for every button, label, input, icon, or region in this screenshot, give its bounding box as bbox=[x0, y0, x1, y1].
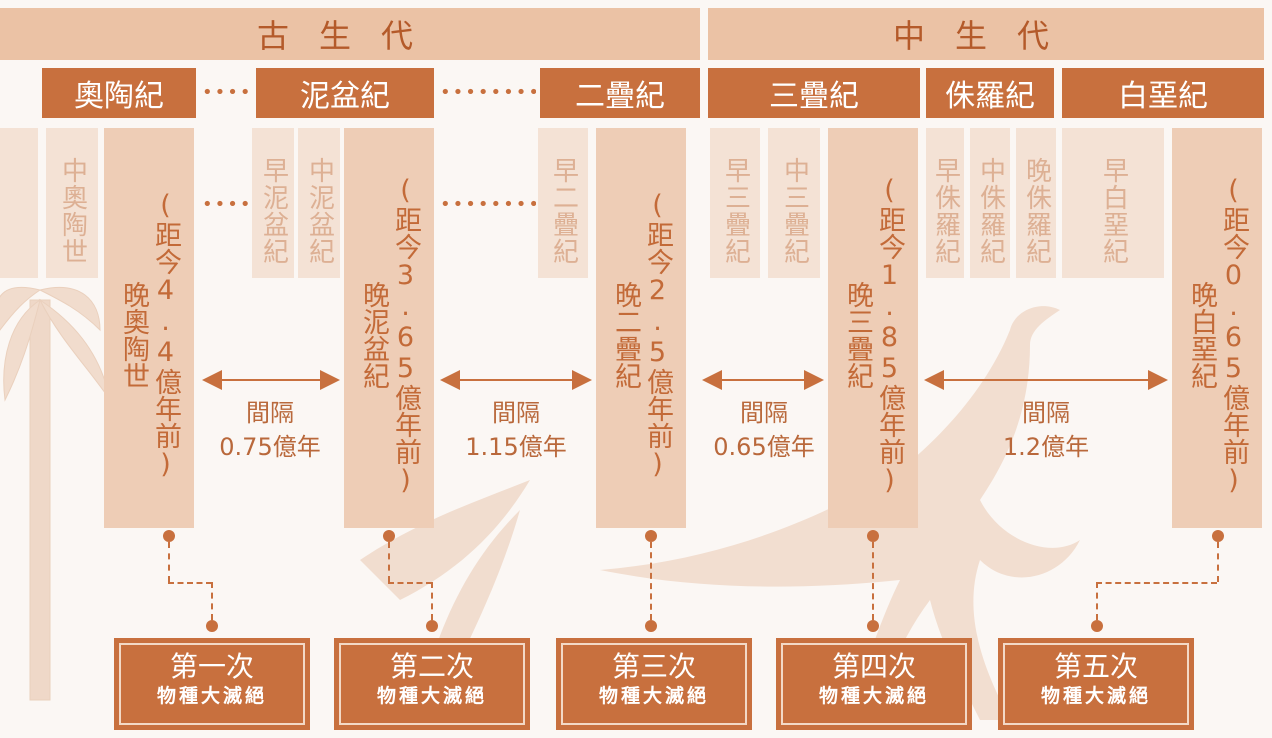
epoch-late-jurassic: 晚侏羅紀 bbox=[1016, 128, 1056, 278]
epoch-early-jurassic: 早侏羅紀 bbox=[926, 128, 964, 278]
extinction-box-1: 第一次 物種大滅絕 bbox=[114, 638, 310, 730]
connector-line bbox=[431, 582, 433, 620]
dotted-gap: •••••••••••••• bbox=[440, 82, 536, 103]
connector-dot bbox=[645, 620, 657, 632]
connector-line bbox=[211, 582, 213, 620]
epoch-label: 早泥盆紀 bbox=[258, 157, 289, 265]
connector-line bbox=[872, 542, 874, 620]
connector-dot bbox=[1212, 530, 1224, 542]
late-epoch-name: 晚白堊紀 bbox=[1186, 281, 1217, 389]
period-jurassic: 侏羅紀 bbox=[926, 68, 1054, 118]
period-triassic: 三疊紀 bbox=[708, 68, 920, 118]
connector-dot bbox=[206, 620, 218, 632]
epoch-label: 早三疊紀 bbox=[720, 157, 751, 265]
late-epoch-ago: (距今3.65億年前) bbox=[390, 174, 421, 496]
epoch-mid-jurassic: 中侏羅紀 bbox=[970, 128, 1010, 278]
late-epoch-ordovician: 晚奧陶世 (距今4.4億年前) bbox=[104, 128, 194, 528]
extinction-subtitle: 物種大滅絕 bbox=[598, 685, 709, 707]
late-epoch-name: 晚二疊紀 bbox=[610, 281, 641, 389]
interval-label-1: 間隔 0.75億年 bbox=[200, 396, 340, 464]
epoch-label: 晚侏羅紀 bbox=[1021, 157, 1052, 265]
interval-caption: 間隔 bbox=[740, 399, 788, 427]
interval-label-3: 間隔 0.65億年 bbox=[694, 396, 834, 464]
extinction-box-5: 第五次 物種大滅絕 bbox=[998, 638, 1194, 730]
period-ordovician: 奧陶紀 bbox=[42, 68, 196, 118]
connector-line bbox=[168, 582, 212, 584]
extinction-title: 第五次 bbox=[1053, 650, 1138, 683]
extinction-subtitle: 物種大滅絕 bbox=[1040, 685, 1151, 707]
epoch-column-edge bbox=[0, 128, 38, 278]
dotted-gap: •••••••• bbox=[202, 194, 250, 215]
extinction-box-4: 第四次 物種大滅絕 bbox=[776, 638, 972, 730]
extinction-subtitle: 物種大滅絕 bbox=[818, 685, 929, 707]
connector-line bbox=[1096, 582, 1217, 584]
late-epoch-ago: (距今4.4億年前) bbox=[150, 190, 181, 480]
epoch-mid-ordovician: 中奧陶世 bbox=[46, 128, 98, 278]
era-mesozoic: 中生代 bbox=[708, 8, 1264, 60]
epoch-early-permian: 早二疊紀 bbox=[538, 128, 588, 278]
epoch-label: 早二疊紀 bbox=[548, 157, 579, 265]
connector-line bbox=[1096, 582, 1098, 620]
extinction-box-3: 第三次 物種大滅絕 bbox=[556, 638, 752, 730]
extinction-title: 第四次 bbox=[831, 650, 916, 683]
epoch-label: 中泥盆紀 bbox=[304, 157, 335, 265]
epoch-label: 中侏羅紀 bbox=[975, 157, 1006, 265]
late-epoch-name: 晚泥盆紀 bbox=[358, 281, 389, 389]
interval-label-2: 間隔 1.15億年 bbox=[446, 396, 586, 464]
late-epoch-cretaceous: 晚白堊紀 (距今0.65億年前) bbox=[1172, 128, 1262, 528]
extinction-title: 第三次 bbox=[611, 650, 696, 683]
epoch-label: 中奧陶世 bbox=[57, 157, 88, 265]
late-epoch-ago: (距今0.65億年前) bbox=[1218, 174, 1249, 496]
dotted-gap: •••••••• bbox=[202, 82, 250, 103]
late-epoch-name: 晚奧陶世 bbox=[118, 281, 149, 389]
extinction-subtitle: 物種大滅絕 bbox=[376, 685, 487, 707]
interval-value: 0.65億年 bbox=[713, 433, 815, 461]
interval-value: 1.2億年 bbox=[1002, 433, 1090, 461]
late-epoch-permian: 晚二疊紀 (距今2.5億年前) bbox=[596, 128, 686, 528]
late-epoch-name: 晚三疊紀 bbox=[842, 281, 873, 389]
period-cretaceous: 白堊紀 bbox=[1062, 68, 1264, 118]
connector-dot bbox=[867, 620, 879, 632]
extinction-title: 第二次 bbox=[389, 650, 474, 683]
interval-value: 0.75億年 bbox=[219, 433, 321, 461]
extinction-box-2: 第二次 物種大滅絕 bbox=[334, 638, 530, 730]
epoch-early-triassic: 早三疊紀 bbox=[710, 128, 760, 278]
connector-line bbox=[1217, 542, 1219, 582]
connector-line bbox=[650, 542, 652, 620]
late-epoch-triassic: 晚三疊紀 (距今1.85億年前) bbox=[828, 128, 918, 528]
dotted-gap: •••••••••••••• bbox=[440, 194, 536, 215]
period-permian: 二疊紀 bbox=[540, 68, 700, 118]
fern-tree-illustration bbox=[0, 286, 111, 701]
connector-dot bbox=[426, 620, 438, 632]
epoch-label: 早侏羅紀 bbox=[930, 157, 961, 265]
late-epoch-devonian: 晚泥盆紀 (距今3.65億年前) bbox=[344, 128, 434, 528]
epoch-label: 早白堊紀 bbox=[1098, 157, 1129, 265]
connector-line bbox=[168, 542, 170, 582]
interval-caption: 間隔 bbox=[246, 399, 294, 427]
connector-dot bbox=[1091, 620, 1103, 632]
epoch-early-cretaceous: 早白堊紀 bbox=[1062, 128, 1164, 278]
late-epoch-ago: (距今2.5億年前) bbox=[642, 190, 673, 480]
epoch-early-devonian: 早泥盆紀 bbox=[252, 128, 294, 278]
extinction-title: 第一次 bbox=[169, 650, 254, 683]
interval-label-4: 間隔 1.2億年 bbox=[976, 396, 1116, 464]
epoch-label: 中三疊紀 bbox=[779, 157, 810, 265]
connector-line bbox=[388, 582, 432, 584]
connector-dot bbox=[645, 530, 657, 542]
connector-line bbox=[388, 542, 390, 582]
interval-value: 1.15億年 bbox=[465, 433, 567, 461]
epoch-mid-triassic: 中三疊紀 bbox=[768, 128, 820, 278]
late-epoch-ago: (距今1.85億年前) bbox=[874, 174, 905, 496]
interval-caption: 間隔 bbox=[492, 399, 540, 427]
period-devonian: 泥盆紀 bbox=[256, 68, 434, 118]
connector-dot bbox=[383, 530, 395, 542]
connector-dot bbox=[867, 530, 879, 542]
connector-dot bbox=[163, 530, 175, 542]
epoch-mid-devonian: 中泥盆紀 bbox=[298, 128, 340, 278]
interval-caption: 間隔 bbox=[1022, 399, 1070, 427]
era-paleozoic: 古生代 bbox=[0, 8, 700, 60]
extinction-subtitle: 物種大滅絕 bbox=[156, 685, 267, 707]
